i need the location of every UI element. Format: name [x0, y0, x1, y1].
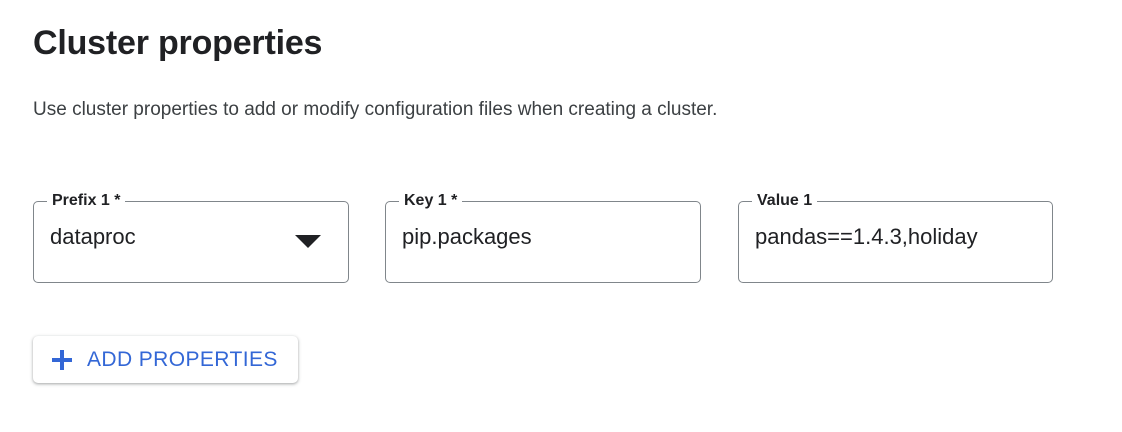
field-label-prefix-1: Prefix 1 *: [47, 190, 126, 211]
key-1-input[interactable]: pip.packages: [402, 224, 532, 249]
field-label-value-1: Value 1: [752, 190, 818, 211]
field-key-1[interactable]: Key 1 * pip.packages: [385, 190, 701, 283]
field-value-1[interactable]: Value 1 pandas==1.4.3,holiday: [738, 190, 1053, 283]
plus-icon: [51, 349, 73, 371]
field-prefix-1[interactable]: Prefix 1 * dataproc: [33, 190, 349, 283]
page-title: Cluster properties: [33, 24, 323, 62]
page-description: Use cluster properties to add or modify …: [33, 99, 718, 120]
value-1-input[interactable]: pandas==1.4.3,holiday: [755, 224, 978, 249]
add-properties-label: ADD PROPERTIES: [87, 347, 278, 371]
field-label-key-1: Key 1 *: [399, 190, 463, 211]
prefix-1-input[interactable]: dataproc: [50, 224, 136, 249]
chevron-down-icon[interactable]: [295, 235, 321, 248]
add-properties-button[interactable]: ADD PROPERTIES: [33, 336, 298, 383]
